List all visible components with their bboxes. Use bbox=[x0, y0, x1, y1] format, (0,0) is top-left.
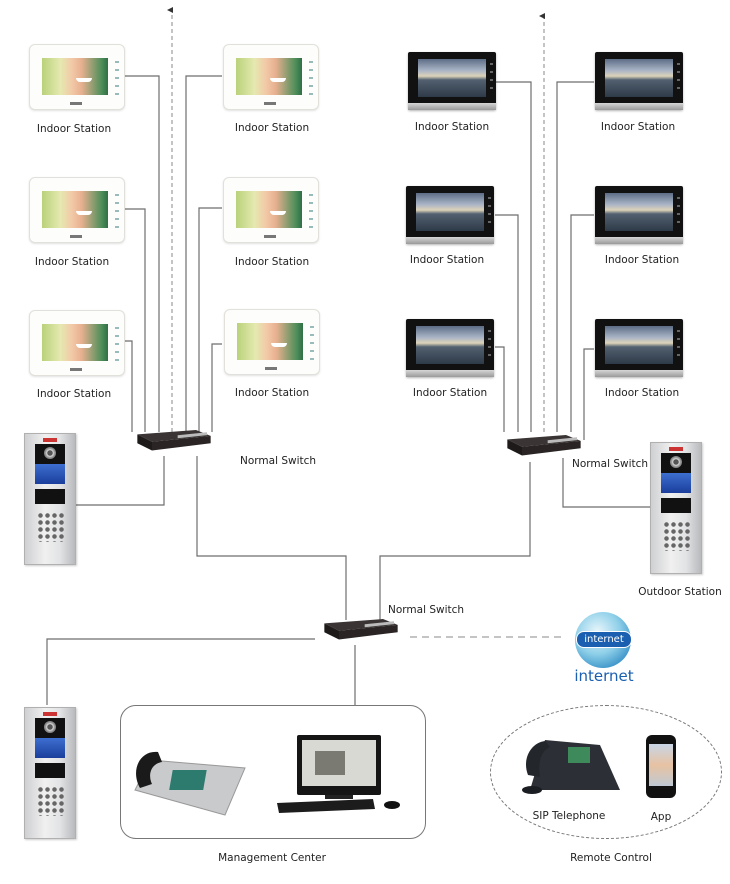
outdoor-station-device bbox=[24, 707, 76, 839]
indoor-station-label: Indoor Station bbox=[604, 254, 680, 266]
app-label: App bbox=[650, 811, 672, 823]
wire bbox=[583, 348, 594, 440]
wire bbox=[495, 81, 532, 432]
outdoor-station-label: Outdoor Station bbox=[638, 586, 722, 598]
management-center-label: Management Center bbox=[218, 852, 326, 864]
wire bbox=[495, 346, 505, 432]
indoor-station-label: Indoor Station bbox=[604, 387, 680, 399]
wire bbox=[379, 462, 531, 620]
indoor-station-label: Indoor Station bbox=[412, 387, 488, 399]
indoor-station-device bbox=[223, 177, 319, 243]
remote-control-ellipse bbox=[490, 705, 722, 839]
internet-badge: internet bbox=[576, 631, 632, 648]
indoor-station-device bbox=[595, 319, 683, 377]
core-switch-label: Normal Switch bbox=[388, 604, 465, 616]
indoor-station-device bbox=[29, 44, 125, 110]
indoor-station-device bbox=[595, 52, 683, 110]
core-switch-icon bbox=[324, 619, 398, 640]
wire bbox=[556, 81, 594, 432]
wire bbox=[196, 456, 347, 620]
smartphone-app-icon bbox=[646, 735, 676, 798]
indoor-station-label: Indoor Station bbox=[234, 256, 310, 268]
wire bbox=[562, 458, 650, 508]
wire bbox=[76, 456, 165, 506]
indoor-station-label: Indoor Station bbox=[234, 387, 310, 399]
wire bbox=[198, 207, 222, 432]
network-switch-icon bbox=[507, 435, 581, 456]
indoor-station-label: Indoor Station bbox=[34, 256, 110, 268]
indoor-station-device bbox=[406, 319, 494, 377]
indoor-station-device bbox=[29, 310, 125, 376]
pc-workstation-icon bbox=[277, 735, 400, 813]
indoor-station-device bbox=[29, 177, 125, 243]
indoor-station-device bbox=[595, 186, 683, 244]
wire bbox=[46, 638, 315, 705]
wire bbox=[123, 208, 146, 432]
indoor-station-label: Indoor Station bbox=[414, 121, 490, 133]
indoor-station-label: Indoor Station bbox=[36, 388, 112, 400]
wire bbox=[123, 340, 133, 432]
indoor-station-device bbox=[223, 44, 319, 110]
indoor-station-label: Indoor Station bbox=[36, 123, 112, 135]
left-switch-label: Normal Switch bbox=[240, 455, 317, 467]
remote-control-label: Remote Control bbox=[570, 852, 652, 864]
wire bbox=[570, 214, 594, 432]
right-switch-label: Normal Switch bbox=[572, 458, 649, 470]
sip-telephone-icon bbox=[522, 740, 620, 794]
internet-label: internet bbox=[574, 667, 634, 685]
wire bbox=[495, 214, 519, 432]
sip-telephone-label: SIP Telephone bbox=[532, 810, 606, 822]
management-center-box bbox=[120, 705, 426, 839]
network-switch-icon bbox=[137, 430, 211, 451]
outdoor-station-device bbox=[24, 433, 76, 565]
wire bbox=[211, 343, 222, 432]
indoor-station-device bbox=[408, 52, 496, 110]
wire bbox=[185, 75, 222, 432]
outdoor-station-device bbox=[650, 442, 702, 574]
indoor-station-label: Indoor Station bbox=[600, 121, 676, 133]
indoor-station-device bbox=[406, 186, 494, 244]
indoor-station-label: Indoor Station bbox=[234, 122, 310, 134]
wire bbox=[123, 75, 160, 432]
master-station-icon bbox=[134, 751, 246, 816]
indoor-station-device bbox=[224, 309, 320, 375]
indoor-station-label: Indoor Station bbox=[409, 254, 485, 266]
